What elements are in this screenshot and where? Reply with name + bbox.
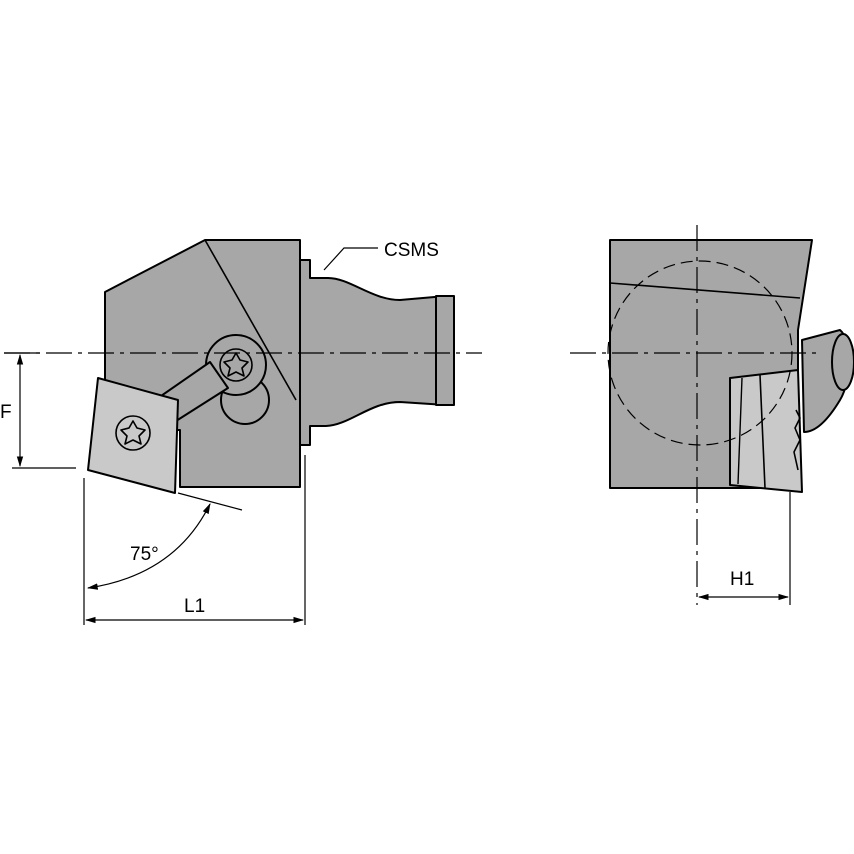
angle-arc [86,503,211,590]
end-insert-pocket [729,369,803,493]
label-csms: CSMS [384,240,439,261]
label-l1: L1 [184,596,205,617]
side-view [87,239,455,494]
end-view-dimensions [570,225,820,605]
end-view [609,239,854,493]
label-angle: 75° [130,544,159,565]
side-view-dimensions [4,247,482,625]
shank-end [435,295,455,406]
label-h1: H1 [730,569,754,590]
end-insert-line-2 [737,377,743,485]
end-insert-edge [793,409,801,471]
end-insert-line-1 [759,374,766,489]
torx-icon [219,348,253,382]
label-f: F [0,402,12,423]
csms-leader [323,247,378,271]
end-clamp-head [831,333,854,391]
insert-torx-icon [115,415,151,451]
head-chamfer-line [204,239,297,401]
end-top-edge [609,282,801,299]
angle-reference-line [177,492,243,511]
